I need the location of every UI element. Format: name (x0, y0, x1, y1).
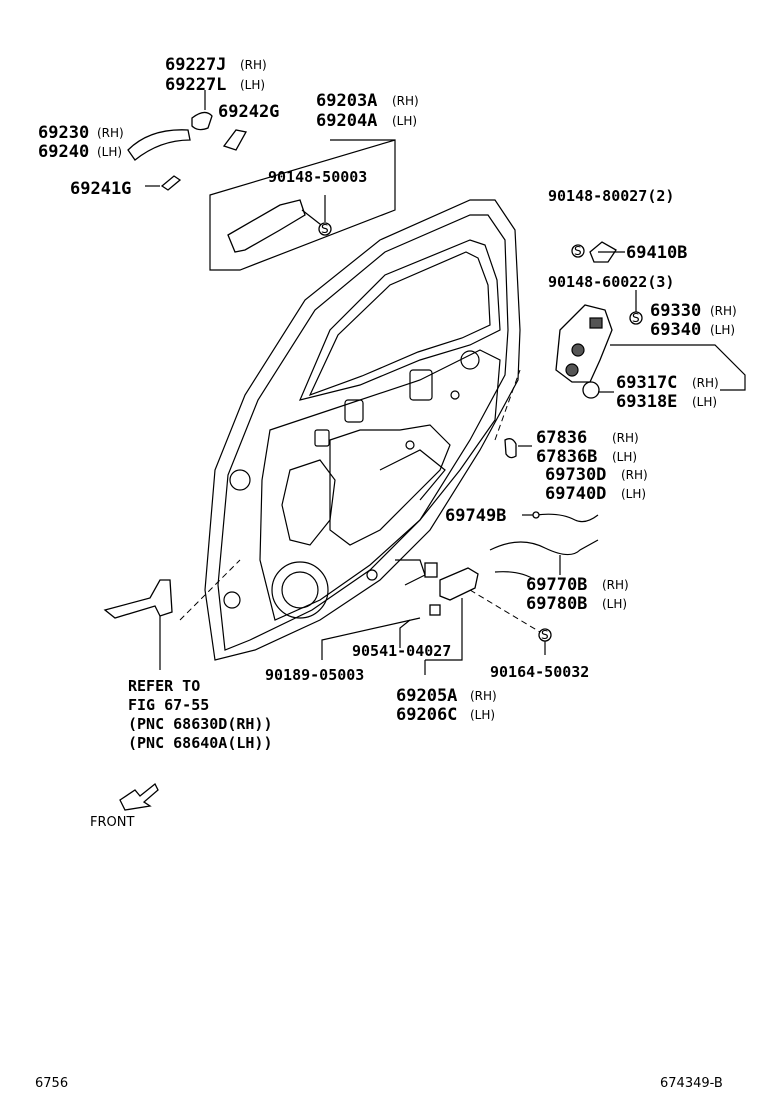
side-rh: (RH) (612, 431, 639, 445)
label-90148-80027: 90148-80027(2) (548, 187, 674, 205)
label-69205a: 69205A (396, 686, 457, 706)
label-69780b: 69780B (526, 594, 587, 614)
label-69730d: 69730D (545, 465, 606, 485)
handle-cap-part (191, 111, 213, 131)
side-rh: (RH) (240, 58, 267, 72)
handle-frame-callout-box (209, 139, 396, 271)
label-69240: 69240 (38, 142, 89, 162)
bolt-part (429, 604, 441, 616)
door-check-part (103, 579, 173, 619)
label-69242g: 69242G (218, 102, 279, 122)
outside-handle-part (127, 129, 191, 161)
side-rh: (RH) (470, 689, 497, 703)
label-90148-60022: 90148-60022(3) (548, 273, 674, 291)
page-number: 6756 (35, 1076, 68, 1091)
side-lh: (LH) (470, 708, 495, 722)
label-69770b: 69770B (526, 575, 587, 595)
side-rh: (RH) (621, 468, 648, 482)
label-69241g: 69241G (70, 179, 131, 199)
label-69204a: 69204A (316, 111, 377, 131)
label-69340: 69340 (650, 320, 701, 340)
side-lh: (LH) (392, 114, 417, 128)
label-69740d: 69740D (545, 484, 606, 504)
label-69317c: 69317C (616, 373, 677, 393)
label-69206c: 69206C (396, 705, 457, 725)
screw-symbol-icon (571, 244, 585, 258)
label-90164-50032: 90164-50032 (490, 663, 589, 681)
label-67836: 67836 (536, 428, 587, 448)
front-arrow-icon (119, 782, 159, 811)
label-69227l: 69227L (165, 75, 226, 95)
refer-line-1: REFER TO (128, 677, 200, 695)
side-lh: (LH) (97, 145, 122, 159)
side-lh: (LH) (710, 323, 735, 337)
side-lh: (LH) (692, 395, 717, 409)
refer-line-4: (PNC 68640A(LH)) (128, 734, 273, 752)
svg-text:S: S (321, 222, 329, 236)
rear-door-panel (179, 199, 546, 661)
label-69230: 69230 (38, 123, 89, 143)
handle-gasket-part (160, 175, 182, 191)
inside-handle-part (439, 567, 479, 601)
label-69227j: 69227J (165, 55, 226, 75)
side-lh: (LH) (621, 487, 646, 501)
screw-symbol-icon (318, 222, 332, 236)
side-rh: (RH) (97, 126, 124, 140)
side-lh: (LH) (612, 450, 637, 464)
front-label: FRONT (90, 815, 134, 830)
label-69203a: 69203A (316, 91, 377, 111)
label-69749b: 69749B (445, 506, 506, 526)
label-67836b: 67836B (536, 447, 597, 467)
side-rh: (RH) (602, 578, 629, 592)
grommet-part (582, 381, 600, 399)
label-90541-04027: 90541-04027 (352, 642, 451, 660)
handle-cable-part (489, 539, 599, 556)
side-lh: (LH) (240, 78, 265, 92)
svg-text:S: S (632, 311, 640, 325)
door-lock-assembly-part (555, 304, 613, 383)
lock-clip-part (504, 438, 517, 459)
handle-bezel-part (424, 562, 438, 578)
side-rh: (RH) (710, 304, 737, 318)
drawing-id: 674349-B (660, 1076, 723, 1091)
side-lh: (LH) (602, 597, 627, 611)
handle-pad-part (222, 129, 248, 151)
label-69318e: 69318E (616, 392, 677, 412)
svg-text:S: S (574, 244, 582, 258)
side-rh: (RH) (392, 94, 419, 108)
lock-cable-part (535, 513, 599, 523)
refer-line-3: (PNC 68630D(RH)) (128, 715, 273, 733)
handle-frame-part (227, 199, 306, 253)
svg-text:S: S (541, 628, 549, 642)
side-rh: (RH) (692, 376, 719, 390)
refer-line-2: FIG 67-55 (128, 696, 209, 714)
label-90189-05003: 90189-05003 (265, 666, 364, 684)
label-69330: 69330 (650, 301, 701, 321)
label-90148-50003: 90148-50003 (268, 168, 367, 186)
label-69410b: 69410B (626, 243, 687, 263)
